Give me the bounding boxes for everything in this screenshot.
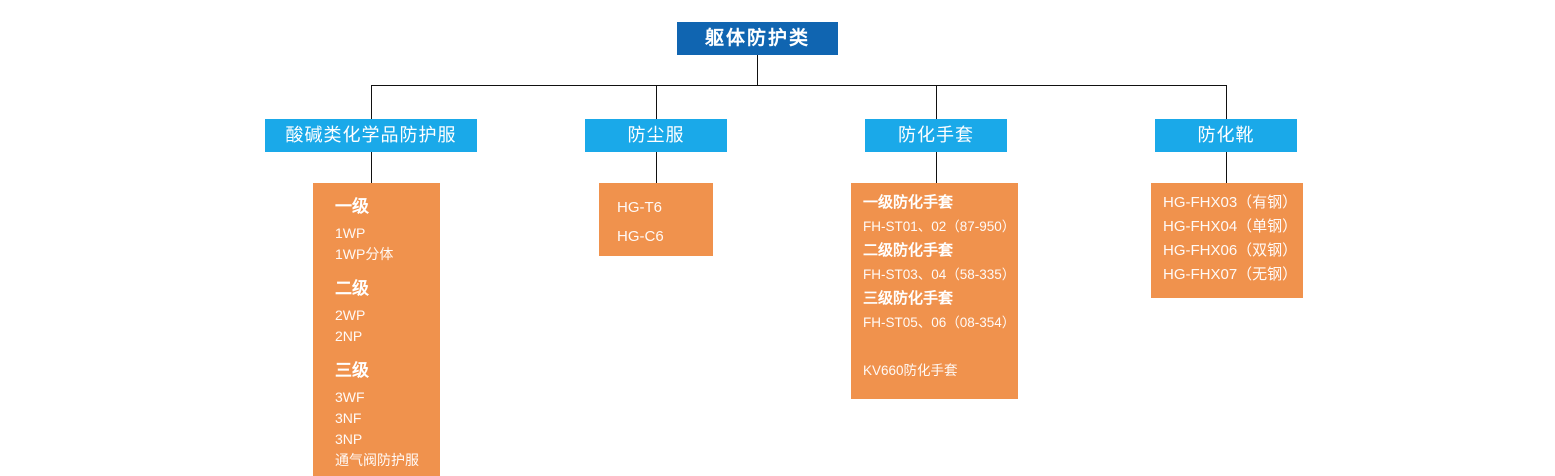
product-item: FH-ST03、04（58-335）: [863, 267, 1016, 282]
product-item: 通气阀防护服: [335, 452, 419, 468]
product-item: HG-FHX07（无钢）: [1163, 266, 1298, 283]
connector-horizontal-rail: [371, 85, 1227, 86]
product-item: 3WF: [335, 389, 365, 405]
product-level-header: 一级: [335, 197, 369, 216]
category-box-chemical-gloves: 防化手套: [865, 119, 1007, 152]
category-box-dust-suit: 防尘服: [585, 119, 727, 152]
product-item: HG-C6: [617, 228, 664, 245]
product-item: FH-ST01、02（87-950）: [863, 219, 1016, 234]
product-item: KV660防化手套: [863, 363, 958, 378]
product-item: 1WP分体: [335, 246, 394, 262]
product-item: HG-FHX04（单钢）: [1163, 218, 1298, 235]
product-item: 1WP: [335, 225, 366, 241]
product-item: 2NP: [335, 328, 363, 344]
product-item: FH-ST05、06（08-354）: [863, 315, 1016, 330]
product-panel-dust-suit: HG-T6 HG-C6: [599, 183, 713, 256]
connector-root-stem: [757, 55, 758, 85]
product-item: 3NP: [335, 431, 363, 447]
product-panel-chemical-gloves: 一级防化手套 FH-ST01、02（87-950） 二级防化手套 FH-ST03…: [851, 183, 1018, 399]
connector-drop-panel-3: [936, 152, 937, 183]
connector-drop-panel-1: [371, 152, 372, 183]
connector-drop-category-2: [656, 85, 657, 119]
product-panel-acid-chemical-suit: 一级 1WP 1WP分体 二级 2WP 2NP 三级 3WF 3NF 3NP 通…: [313, 183, 440, 476]
connector-drop-category-4: [1226, 85, 1227, 119]
product-item: HG-T6: [617, 199, 662, 216]
category-box-chemical-boots: 防化靴: [1155, 119, 1297, 152]
product-panel-chemical-boots: HG-FHX03（有钢） HG-FHX04（单钢） HG-FHX06（双钢） H…: [1151, 183, 1303, 298]
product-item: HG-FHX06（双钢）: [1163, 242, 1298, 259]
product-item: HG-FHX03（有钢）: [1163, 194, 1298, 211]
product-level-header: 二级防化手套: [863, 242, 954, 259]
connector-drop-category-1: [371, 85, 372, 119]
product-item: 3NF: [335, 410, 362, 426]
product-level-header: 二级: [335, 279, 369, 298]
connector-drop-panel-2: [656, 152, 657, 183]
root-node: 躯体防护类: [677, 22, 838, 55]
category-box-acid-chemical-suit: 酸碱类化学品防护服: [265, 119, 477, 152]
product-level-header: 一级防化手套: [863, 194, 954, 211]
connector-drop-panel-4: [1226, 152, 1227, 183]
product-level-header: 三级: [335, 361, 369, 380]
product-item: 2WP: [335, 307, 366, 323]
product-level-header: 三级防化手套: [863, 290, 954, 307]
connector-drop-category-3: [936, 85, 937, 119]
